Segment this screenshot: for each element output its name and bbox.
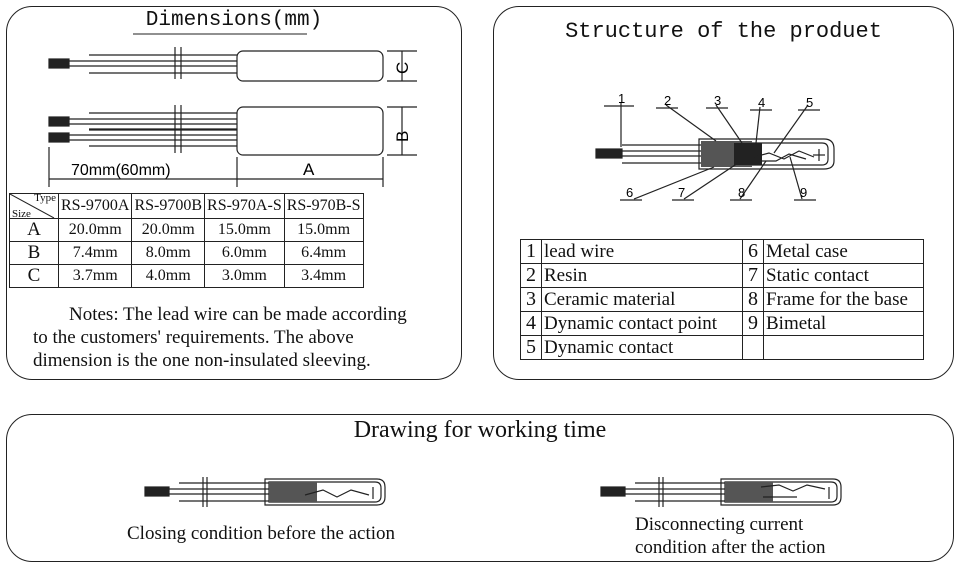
- open-caption-line: condition after the action: [635, 537, 826, 558]
- table-row: A 20.0mm 20.0mm 15.0mm 15.0mm: [9, 218, 364, 242]
- part-number: 2: [520, 263, 542, 288]
- table-cell: 3.4mm: [283, 264, 364, 288]
- table-row: 1 lead wire 6 Metal case: [520, 239, 924, 264]
- table-cell: 3.0mm: [204, 264, 285, 288]
- structure-title: Structure of the produet: [565, 19, 882, 44]
- callout-4: 4: [758, 95, 765, 110]
- dimensions-panel: Dimensions(mm) C: [6, 6, 462, 380]
- table-cell: 15.0mm: [283, 218, 364, 242]
- part-name: [763, 335, 924, 360]
- label-b: B: [393, 131, 412, 142]
- part-name: Dynamic contact point: [541, 311, 743, 336]
- corner-type-label: Type: [34, 193, 56, 205]
- open-condition-drawing: [600, 477, 842, 507]
- table-row: B 7.4mm 8.0mm 6.0mm 6.4mm: [9, 241, 364, 265]
- table-cell: 8.0mm: [131, 241, 206, 265]
- table-row: 5 Dynamic contact: [520, 335, 924, 360]
- table-cell: 20.0mm: [57, 218, 133, 242]
- part-number: 7: [742, 263, 764, 288]
- part-number: 1: [520, 239, 542, 264]
- part-number: 3: [520, 287, 542, 312]
- part-name: Dynamic contact: [541, 335, 743, 360]
- structure-drawing: 1 2 3 4 5 6 7 8 9: [595, 91, 835, 201]
- notes-line: dimension is the one non-insulated sleev…: [33, 350, 371, 371]
- part-number: 6: [742, 239, 764, 264]
- corner-size-label: Size: [12, 208, 31, 219]
- part-name: Bimetal: [763, 311, 924, 336]
- working-time-panel: Drawing for working time Closing conditi…: [6, 414, 954, 562]
- length-label: 70mm(60mm): [71, 162, 171, 179]
- callout-3: 3: [714, 93, 721, 108]
- callout-2: 2: [664, 93, 671, 108]
- table-cell: 7.4mm: [57, 241, 133, 265]
- part-name: Static contact: [763, 263, 924, 288]
- label-a: A: [303, 160, 315, 179]
- side-view-drawing: [48, 47, 417, 82]
- notes-line: to the customers' requirements. The abov…: [33, 327, 354, 348]
- row-label: C: [9, 264, 59, 288]
- parts-table: 1 lead wire 6 Metal case 2 Resin 7 Stati…: [520, 239, 924, 360]
- callout-5: 5: [806, 95, 813, 110]
- notes-line: Notes: The lead wire can be made accordi…: [69, 304, 407, 325]
- part-name: Ceramic material: [541, 287, 743, 312]
- callout-7: 7: [678, 185, 685, 200]
- label-c: C: [393, 62, 412, 74]
- table-row: 4 Dynamic contact point 9 Bimetal: [520, 311, 924, 336]
- table-cell: 6.4mm: [283, 241, 364, 265]
- table-cell: 15.0mm: [204, 218, 285, 242]
- open-caption: Disconnecting current condition after th…: [635, 513, 825, 559]
- table-row: C 3.7mm 4.0mm 3.0mm 3.4mm: [9, 264, 364, 288]
- working-time-title: Drawing for working time: [353, 417, 607, 443]
- row-label: A: [9, 218, 59, 242]
- part-number: 5: [520, 335, 542, 360]
- closing-condition-drawing: [144, 477, 386, 507]
- column-header: RS-970A-S: [204, 193, 285, 219]
- row-label: B: [9, 241, 59, 265]
- column-header: RS-970B-S: [283, 193, 364, 219]
- callout-8: 8: [738, 185, 745, 200]
- column-header: RS-9700B: [131, 193, 206, 219]
- dimensions-table: Type Size RS-9700A RS-9700B RS-970A-S RS…: [9, 193, 364, 288]
- part-name: Frame for the base: [763, 287, 924, 312]
- part-name: lead wire: [541, 239, 743, 264]
- callout-9: 9: [800, 185, 807, 200]
- part-number: 8: [742, 287, 764, 312]
- callout-6: 6: [626, 185, 633, 200]
- part-number: 9: [742, 311, 764, 336]
- dimensions-table-header: Type Size RS-9700A RS-9700B RS-970A-S RS…: [9, 193, 364, 219]
- part-name: Resin: [541, 263, 743, 288]
- notes-text: Notes: The lead wire can be made accordi…: [33, 303, 453, 372]
- column-header: RS-9700A: [57, 193, 133, 219]
- top-view-drawing: [48, 105, 417, 187]
- open-caption-line: Disconnecting current: [635, 514, 804, 535]
- part-number: [742, 335, 764, 360]
- table-cell: 6.0mm: [204, 241, 285, 265]
- table-cell: 20.0mm: [131, 218, 206, 242]
- table-row: 2 Resin 7 Static contact: [520, 263, 924, 288]
- table-row: 3 Ceramic material 8 Frame for the base: [520, 287, 924, 312]
- part-number: 4: [520, 311, 542, 336]
- structure-panel: Structure of the produet: [493, 6, 954, 380]
- part-name: Metal case: [763, 239, 924, 264]
- table-cell: 4.0mm: [131, 264, 206, 288]
- table-cell: 3.7mm: [57, 264, 133, 288]
- callout-1: 1: [618, 91, 625, 106]
- dimension-drawing: C B 70mm(60mm) A: [48, 33, 417, 187]
- closing-caption: Closing condition before the action: [127, 523, 396, 544]
- dimensions-title: Dimensions(mm): [145, 9, 323, 32]
- table-corner-cell: Type Size: [9, 193, 59, 219]
